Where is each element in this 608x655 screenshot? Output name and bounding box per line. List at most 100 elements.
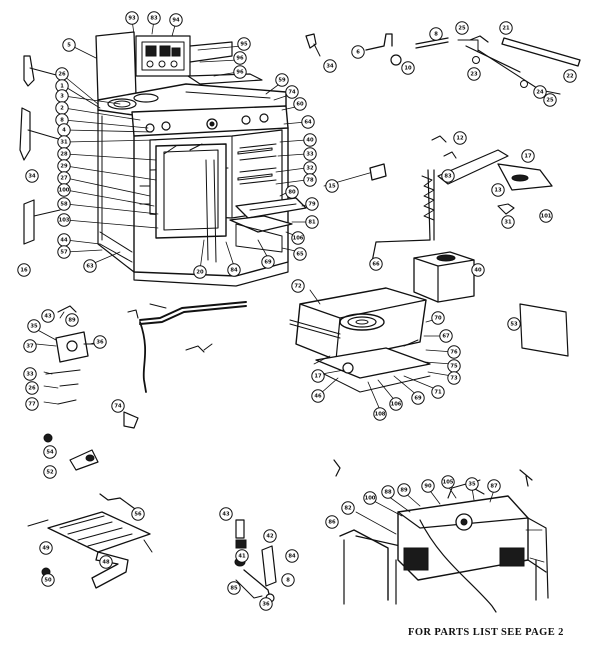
callout-label: 12 xyxy=(456,135,464,141)
callout-53: 53 xyxy=(507,317,521,331)
callout-88: 88 xyxy=(381,485,395,499)
callout-circle xyxy=(227,581,241,595)
callout-label: 53 xyxy=(510,321,518,327)
callout-36: 36 xyxy=(259,597,273,611)
callout-90: 90 xyxy=(421,479,435,493)
callout-24: 24 xyxy=(533,85,547,99)
callout-34: 34 xyxy=(25,169,39,183)
callout-circle xyxy=(351,45,365,59)
callout-28: 28 xyxy=(57,147,71,161)
callout-72: 72 xyxy=(291,279,305,293)
callout-79: 79 xyxy=(305,197,319,211)
callout-50: 50 xyxy=(41,573,55,587)
callout-52: 52 xyxy=(43,465,57,479)
callout-label: 26 xyxy=(58,71,66,77)
callout-circle xyxy=(23,367,37,381)
callout-15: 15 xyxy=(325,179,339,193)
callout-circle xyxy=(301,115,315,129)
callout-63: 63 xyxy=(83,259,97,273)
callout-label: 96 xyxy=(236,69,244,75)
callout-circle xyxy=(219,507,233,521)
callout-label: 64 xyxy=(304,119,312,125)
junction-box xyxy=(413,251,475,303)
callout-4: 4 xyxy=(57,123,71,137)
callout-circle xyxy=(447,345,461,359)
callout-label: 27 xyxy=(60,175,68,181)
callout-circle xyxy=(261,255,275,269)
callout-label: 32 xyxy=(306,165,314,171)
callout-label: 96 xyxy=(236,55,244,61)
callout-circle xyxy=(325,515,339,529)
callout-circle xyxy=(237,37,251,51)
callout-label: 63 xyxy=(86,263,94,269)
callout-label: 49 xyxy=(42,545,50,551)
callout-23: 23 xyxy=(467,67,481,81)
callout-label: 106 xyxy=(391,401,402,407)
callout-circle xyxy=(65,313,79,327)
callout-78: 78 xyxy=(303,173,317,187)
callout-circle xyxy=(25,397,39,411)
callout-circle xyxy=(227,263,241,277)
callout-circle xyxy=(311,389,325,403)
callout-87: 87 xyxy=(487,479,501,493)
callout-label: 23 xyxy=(470,71,478,77)
callout-69: 69 xyxy=(411,391,425,405)
callout-circle xyxy=(521,149,535,163)
callout-circle xyxy=(491,183,505,197)
callout-circle xyxy=(341,501,355,515)
callout-label: 48 xyxy=(102,559,110,565)
callout-73: 73 xyxy=(447,371,461,385)
callout-108: 108 xyxy=(373,407,387,421)
callout-circle xyxy=(401,61,415,75)
callout-label: 42 xyxy=(266,533,274,539)
callout-label: 17 xyxy=(314,373,322,379)
callout-label: 44 xyxy=(60,237,68,243)
callout-65: 65 xyxy=(293,247,307,261)
callout-label: 34 xyxy=(28,173,36,179)
callout-80: 80 xyxy=(285,185,299,199)
callout-76: 76 xyxy=(447,345,461,359)
callout-106: 106 xyxy=(389,397,403,411)
callout-circle xyxy=(233,51,247,65)
callout-label: 36 xyxy=(262,601,270,607)
callout-label: 10 xyxy=(404,65,412,71)
callout-label: 33 xyxy=(306,151,314,157)
callout-59: 59 xyxy=(275,73,289,87)
callout-circle xyxy=(501,215,515,229)
callout-circle xyxy=(539,209,553,223)
callout-label: 20 xyxy=(196,269,204,275)
callout-label: 35 xyxy=(30,323,38,329)
callout-circle xyxy=(431,385,445,399)
callout-label: 84 xyxy=(230,267,238,273)
callout-label: 24 xyxy=(536,89,544,95)
callout-circle xyxy=(303,147,317,161)
callout-42: 42 xyxy=(263,529,277,543)
callout-circle xyxy=(169,13,183,27)
callout-circle xyxy=(147,11,161,25)
callout-label: 83 xyxy=(150,15,158,21)
callout-label: 69 xyxy=(264,259,272,265)
insulation-panel xyxy=(519,303,569,357)
callout-circle xyxy=(563,69,577,83)
callout-31: 31 xyxy=(501,215,515,229)
callout-label: 8 xyxy=(60,117,64,123)
callout-label: 35 xyxy=(468,481,476,487)
callout-circle xyxy=(303,133,317,147)
callout-circle xyxy=(369,257,383,271)
callout-circle xyxy=(285,549,299,563)
callout-74: 74 xyxy=(111,399,125,413)
callout-74: 74 xyxy=(285,85,299,99)
callout-22: 22 xyxy=(563,69,577,83)
callout-circle xyxy=(25,381,39,395)
callout-48: 48 xyxy=(99,555,113,569)
range-rear-view xyxy=(333,459,549,613)
callout-label: 50 xyxy=(44,577,52,583)
callout-circle xyxy=(57,245,71,259)
callout-label: 28 xyxy=(60,151,68,157)
callout-101: 101 xyxy=(539,209,553,223)
callout-100: 100 xyxy=(363,491,377,505)
callout-circle xyxy=(43,445,57,459)
callout-label: 100 xyxy=(365,495,376,501)
callout-label: 2 xyxy=(60,105,64,111)
callout-circle xyxy=(17,263,31,277)
